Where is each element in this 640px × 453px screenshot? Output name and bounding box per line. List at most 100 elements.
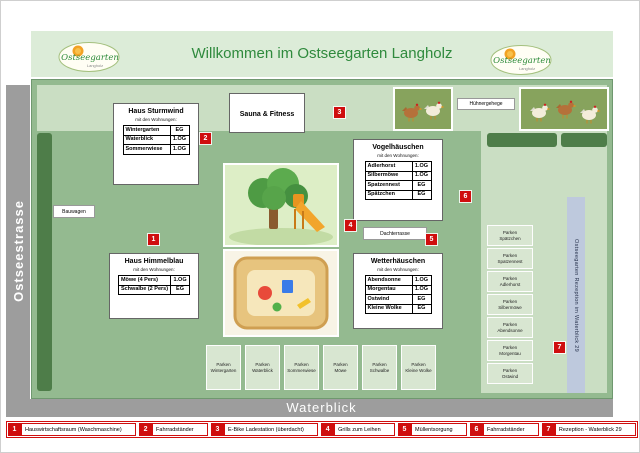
apartment-table: Wintergarten EG Waterblick 1.OG Sommerwi… (122, 125, 190, 155)
legend-label: Fahrradständer (152, 423, 208, 436)
parking-spot-moewe: Parken Möwe (323, 345, 358, 390)
parking-label: Parken (294, 361, 309, 367)
apartment-name: Schwalbe (2 Pers) (117, 284, 172, 296)
apartment-row: Silbermöwe 1.OG (364, 170, 432, 182)
parking-name: Möwe (334, 367, 347, 373)
logo-name: Ostseegarten (493, 56, 551, 66)
sun-icon (504, 48, 516, 60)
apartment-floor: EG (411, 294, 432, 305)
apartment-name: Spatzennest (364, 180, 413, 191)
map-marker-4: 4 (345, 220, 356, 231)
parking-spot-schwalbe: Parken Schwalbe (362, 345, 397, 390)
apartment-name: Silbermöwe (364, 170, 413, 182)
rezeption-strip: Ostseegarten Rezeption im Waterblick 29 (567, 197, 585, 393)
apartment-name: Morgentau (364, 284, 413, 296)
building-vogelhaeuschen: Vogelhäuschen mit den Wohnungen: Adlerho… (353, 139, 443, 221)
parking-label: Parken (502, 252, 518, 258)
bauwagen-label: Bauwagen (53, 205, 95, 218)
apartment-name: Abendsonne (364, 275, 413, 286)
apartment-row: Waterblick 1.OG (122, 134, 190, 146)
map-marker-6: 6 (460, 191, 471, 202)
legend-number: 3 (210, 423, 224, 436)
parking-spot-spatzennest: Parken Spatzennest (487, 248, 533, 269)
parking-label: Parken (502, 367, 518, 373)
ostseegarten-logo-left: Ostseegarten Langholz (58, 42, 120, 72)
parking-label: Parken (255, 361, 270, 367)
legend-number: 5 (398, 423, 411, 436)
apartment-name: Spätzchen (364, 189, 413, 201)
apartment-row: Spatzennest EG (364, 180, 432, 191)
huehnergehege-label: Hühnergehege (457, 98, 515, 110)
parking-name: Morgentau (499, 350, 521, 356)
legend-number: 2 (139, 423, 153, 436)
parking-name: Sommerwiese (287, 367, 316, 373)
apartment-name: Wintergarten (122, 125, 171, 136)
parking-name: Adlerhorst (499, 281, 521, 287)
apartment-floor: EG (169, 125, 190, 136)
apartment-floor: EG (411, 189, 432, 201)
logo-subtitle: Langholz (519, 66, 535, 71)
building-subtitle: mit den Wohnungen: (377, 153, 419, 159)
parking-spot-sommerwiese: Parken Sommerwiese (284, 345, 319, 390)
legend-item-1: 1 Hauswirtschaftsraum (Waschmaschine) (8, 423, 137, 436)
building-subtitle: mit den Wohnungen: (135, 117, 177, 123)
legend-label: E-Bike Ladestation (überdacht) (223, 423, 319, 436)
building-haus-sturmwind: Haus Sturmwind mit den Wohnungen: Winter… (113, 103, 199, 185)
apartment-floor: EG (411, 180, 432, 191)
huehnergehege-photo-left (393, 87, 453, 131)
tree-icon (248, 168, 308, 229)
map-marker-7: 7 (554, 342, 565, 353)
legend-item-5: 5 Müllentsorgung (398, 423, 467, 436)
apartment-name: Adlerhorst (364, 161, 413, 172)
parking-label: Parken (372, 361, 387, 367)
apartment-row: Schwalbe (2 Pers) EG (117, 284, 191, 296)
parking-label: Parken (333, 361, 348, 367)
parking-spot-abendsonne: Parken Abendsonne (487, 317, 533, 338)
parking-spot-ostwind: Parken Ostwind (487, 363, 533, 384)
apartment-floor: 1.OG (411, 284, 432, 296)
apartment-row: Möwe (4 Pers) 1.OG (117, 275, 191, 286)
legend-bar: 1 Hauswirtschaftsraum (Waschmaschine) 2 … (6, 421, 638, 438)
building-haus-himmelblau: Haus Himmelblau mit den Wohnungen: Möwe … (109, 253, 199, 319)
hedge-left (37, 133, 52, 391)
legend-number: 1 (8, 423, 21, 436)
chicken-icon (530, 103, 551, 122)
apartment-table: Möwe (4 Pers) 1.OG Schwalbe (2 Pers) EG (117, 275, 191, 296)
apartment-floor: EG (170, 284, 191, 296)
legend-item-3: 3 E-Bike Ladestation (überdacht) (210, 423, 319, 436)
parking-label: Parken (502, 344, 518, 350)
legend-item-7: 7 Rezeption - Waterblick 29 (541, 423, 637, 436)
parking-name: Silbermöwe (498, 304, 522, 310)
sun-icon (72, 45, 84, 57)
apartment-row: Sommerwiese 1.OG (122, 144, 190, 155)
building-wetterhaeuschen: Wetterhäuschen mit den Wohnungen: Abends… (353, 253, 443, 329)
legend-label: Grills zum Leihen (334, 423, 395, 436)
apartment-row: Adlerhorst 1.OG (364, 161, 432, 172)
map-marker-5: 5 (426, 234, 437, 245)
apartment-floor: 1.OG (169, 134, 190, 146)
logo-subtitle: Langholz (87, 63, 103, 68)
parking-label: Parken (502, 229, 518, 235)
parking-label: Parken (216, 361, 231, 367)
slide-icon (293, 194, 325, 232)
parking-label: Parken (502, 321, 518, 327)
parking-name: Spatzennest (497, 258, 523, 264)
legend-number: 4 (321, 423, 335, 436)
apartment-row: Ostwind EG (364, 294, 432, 305)
parking-spot-silbermoewe: Parken Silbermöwe (487, 294, 533, 315)
parking-spot-waterblick: Parken Waterblick (245, 345, 280, 390)
legend-label: Rezeption - Waterblick 29 (554, 423, 637, 436)
apartment-name: Möwe (4 Pers) (117, 275, 172, 286)
map-marker-2: 2 (200, 133, 211, 144)
building-subtitle: mit den Wohnungen: (377, 267, 419, 273)
legend-item-2: 2 Fahrradständer (139, 423, 208, 436)
building-title: Haus Himmelblau (124, 258, 184, 265)
ostseegarten-logo-right: Ostseegarten Langholz (490, 45, 552, 75)
parking-spot-kleine-wolke: Parken Kleine Wolke (401, 345, 436, 390)
map-marker-1: 1 (148, 234, 159, 245)
legend-label: Müllentsorgung (411, 423, 467, 436)
legend-item-6: 6 Fahrradständer (469, 423, 539, 436)
apartment-table: Abendsonne 1.OG Morgentau 1.OG Ostwind E… (364, 275, 432, 315)
apartment-row: Morgentau 1.OG (364, 284, 432, 296)
